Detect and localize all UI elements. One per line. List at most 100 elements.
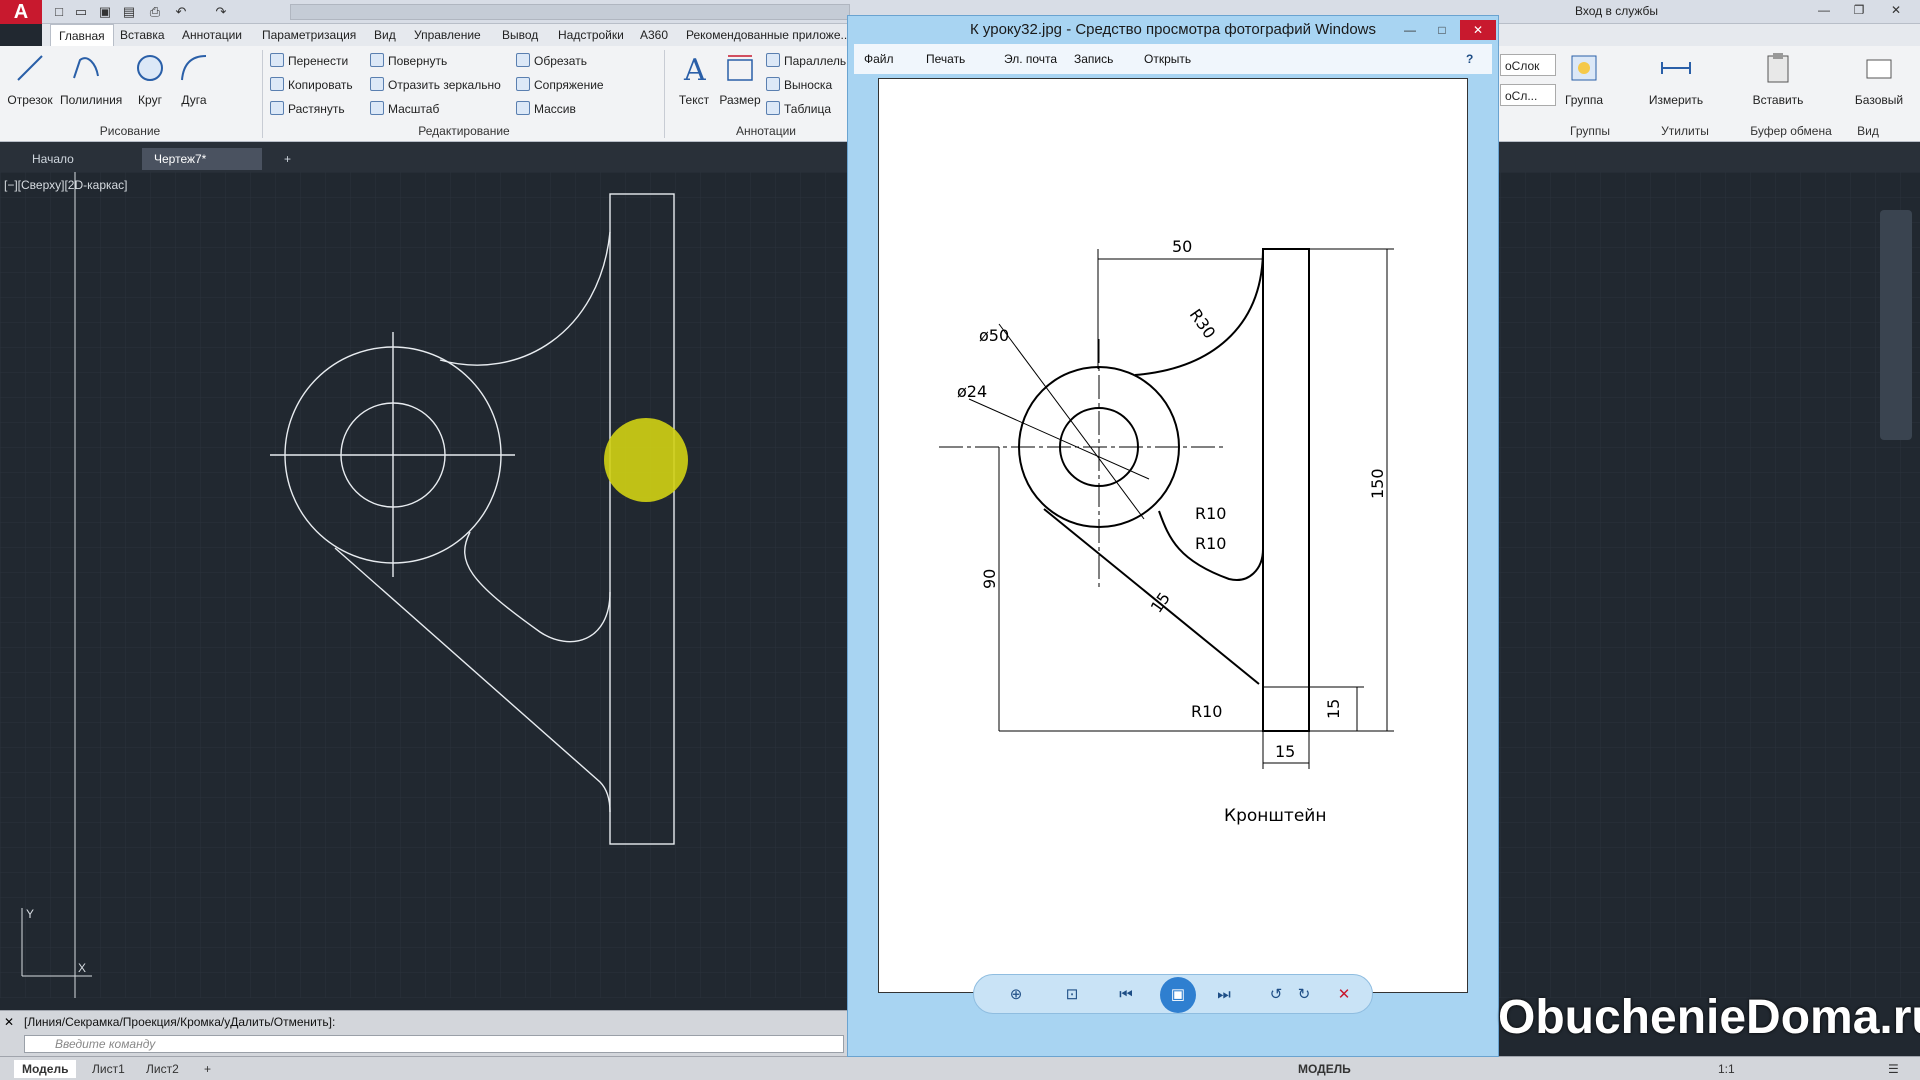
command-history: [Линия/Секрамка/Проекция/Кромка/уДалить/…	[24, 1015, 336, 1029]
tab-recommended[interactable]: Рекомендованные приложе...	[686, 28, 851, 42]
stretch-button[interactable]: Растянуть	[270, 98, 345, 120]
zoom-icon[interactable]: ⊕	[1009, 986, 1023, 1003]
svg-text:Y: Y	[26, 907, 34, 921]
command-input[interactable]: Введите команду	[24, 1035, 844, 1053]
rotate-button[interactable]: Повернуть	[370, 50, 447, 72]
delete-icon[interactable]: ✕	[1337, 986, 1351, 1003]
dimension-label: Размер	[719, 93, 761, 107]
layer-dropdown-1[interactable]: оСлок	[1500, 54, 1556, 76]
move-icon	[270, 53, 284, 67]
polyline-button[interactable]: Полилиния	[60, 50, 122, 107]
minimize-button[interactable]: —	[1818, 3, 1830, 17]
help-icon[interactable]: ?	[1466, 52, 1474, 66]
dimension-icon	[727, 55, 753, 81]
navigation-bar[interactable]	[1880, 210, 1912, 440]
tab-annotate[interactable]: Аннотации	[182, 28, 242, 42]
tab-insert[interactable]: Вставка	[120, 28, 165, 42]
move-button[interactable]: Перенести	[270, 50, 348, 72]
signin-label[interactable]: Вход в службы	[1575, 4, 1658, 18]
new-file-icon[interactable]: □	[55, 4, 63, 19]
previous-icon[interactable]: ⏮	[1119, 986, 1133, 1003]
paste-button[interactable]: Вставить	[1748, 50, 1808, 107]
customize-icon[interactable]: ☰	[1888, 1062, 1899, 1076]
draw-panel-title[interactable]: Рисование	[99, 124, 161, 138]
arc-button[interactable]: Дуга	[168, 50, 220, 107]
line-button[interactable]: Отрезок	[4, 50, 56, 107]
trim-button[interactable]: Обрезать	[516, 50, 587, 72]
dim-phi50: ø50	[979, 326, 1009, 345]
utilities-panel-title[interactable]: Утилиты	[1661, 124, 1709, 138]
annotation-scale[interactable]: 1:1	[1718, 1062, 1735, 1076]
group-label: Группа	[1564, 93, 1604, 107]
layer-dropdown-2[interactable]: оСл...	[1500, 84, 1556, 106]
scale-button[interactable]: Масштаб	[370, 98, 439, 120]
parallel-dim-button[interactable]: Параллель...	[766, 50, 856, 72]
panel-separator	[262, 50, 263, 138]
annotation-panel-title[interactable]: Аннотации	[736, 124, 796, 138]
tab-view[interactable]: Вид	[374, 28, 396, 42]
actual-size-icon[interactable]: ⊡	[1065, 986, 1079, 1003]
text-button[interactable]: A Текст	[668, 50, 720, 107]
model-space-toggle[interactable]: МОДЕЛЬ	[1298, 1062, 1351, 1076]
tab-a360[interactable]: A360	[640, 28, 669, 42]
save-as-icon[interactable]: ▤	[122, 4, 136, 19]
tab-output[interactable]: Вывод	[502, 28, 539, 42]
circle-button[interactable]: Круг	[124, 50, 176, 107]
dimension-button[interactable]: Размер	[714, 50, 766, 107]
close-command-icon[interactable]: ✕	[4, 1015, 15, 1029]
restore-button[interactable]: ❐	[1853, 3, 1865, 17]
save-icon[interactable]: ▣	[98, 4, 112, 19]
tab-manage[interactable]: Управление	[414, 28, 481, 42]
group-button[interactable]: Группа	[1558, 50, 1610, 107]
copy-button[interactable]: Копировать	[270, 74, 353, 96]
menu-email[interactable]: Эл. почта	[1004, 52, 1058, 66]
rotate-right-icon[interactable]: ↻	[1297, 986, 1311, 1003]
title-search-field[interactable]	[290, 4, 850, 20]
photo-viewer-window[interactable]: К уроку32.jpg - Средство просмотра фотог…	[847, 15, 1499, 1057]
tab-parametric[interactable]: Параметризация	[262, 28, 357, 42]
clipboard-panel-title[interactable]: Буфер обмена	[1750, 124, 1832, 138]
dim-r10-c: R10	[1191, 702, 1222, 721]
tab-sheet1[interactable]: Лист1	[92, 1062, 125, 1076]
tab-home[interactable]: Главная	[50, 24, 114, 46]
menu-burn[interactable]: Запись	[1074, 52, 1114, 66]
base-view-button[interactable]: Базовый	[1848, 50, 1910, 107]
array-button[interactable]: Массив	[516, 98, 576, 120]
leader-button[interactable]: Выноска	[766, 74, 832, 96]
table-label: Таблица	[784, 102, 832, 116]
menu-print[interactable]: Печать	[926, 52, 966, 66]
trim-icon	[516, 53, 530, 67]
modify-panel-title[interactable]: Редактирование	[418, 124, 510, 138]
tab-start[interactable]: Начало	[32, 152, 74, 166]
tab-model[interactable]: Модель	[14, 1060, 77, 1078]
open-file-icon[interactable]: ▭	[74, 4, 88, 19]
redo-icon[interactable]: ↷	[215, 4, 227, 19]
add-layout-button[interactable]: +	[204, 1062, 212, 1076]
mirror-button[interactable]: Отразить зеркально	[370, 74, 501, 96]
new-tab-button[interactable]: +	[284, 152, 292, 166]
close-button[interactable]: ✕	[1890, 3, 1902, 17]
viewer-close-button[interactable]: ✕	[1460, 20, 1496, 40]
scale-label: Масштаб	[388, 102, 440, 116]
slideshow-button[interactable]: ▣	[1160, 977, 1196, 1013]
tab-sheet2[interactable]: Лист2	[146, 1062, 179, 1076]
view-panel-title[interactable]: Вид	[1857, 124, 1879, 138]
tab-drawing7[interactable]: Чертеж7*	[142, 148, 262, 170]
fillet-button[interactable]: Сопряжение	[516, 74, 604, 96]
tab-addins[interactable]: Надстройки	[558, 28, 624, 42]
groups-panel-title[interactable]: Группы	[1570, 124, 1610, 138]
autocad-logo[interactable]: A	[0, 0, 42, 24]
viewport-label[interactable]: [−][Сверху][2D-каркас]	[4, 178, 128, 192]
menu-open[interactable]: Открыть	[1144, 52, 1192, 66]
undo-icon[interactable]: ↶	[175, 4, 187, 19]
viewer-minimize-button[interactable]: —	[1404, 23, 1416, 37]
print-icon[interactable]: ⎙	[149, 4, 161, 19]
menu-file[interactable]: Файл	[864, 52, 894, 66]
stretch-label: Растянуть	[288, 102, 345, 116]
dim-15-b: 15	[1324, 699, 1343, 719]
rotate-left-icon[interactable]: ↺	[1269, 986, 1283, 1003]
table-button[interactable]: Таблица	[766, 98, 831, 120]
viewer-maximize-button[interactable]: □	[1438, 23, 1446, 37]
next-icon[interactable]: ⏭	[1217, 986, 1231, 1003]
measure-button[interactable]: Измерить	[1640, 50, 1712, 107]
